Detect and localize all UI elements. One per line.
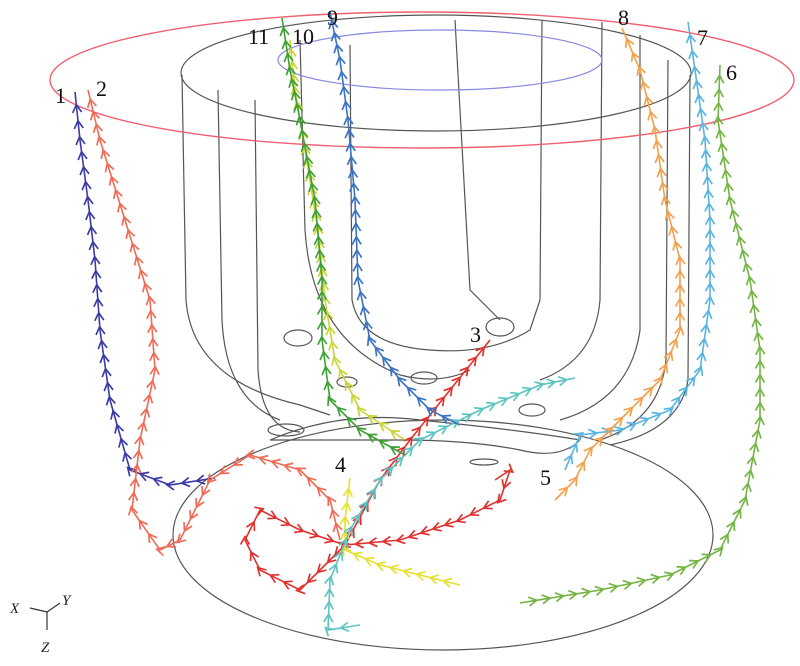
streamline-label-3: 3 [470, 322, 481, 347]
streamline-label-5: 5 [540, 465, 551, 490]
vessel-wall [454, 19, 501, 321]
streamline-9 [328, 11, 461, 426]
streamline-11 [279, 17, 406, 456]
vessel-outline [172, 14, 714, 651]
streamline-label-6: 6 [726, 60, 737, 85]
vessel-hole [469, 458, 499, 466]
streamline-5 [323, 376, 576, 637]
vessel-wall [349, 19, 543, 352]
streamline-10 [286, 39, 406, 441]
vessel-hole [518, 403, 546, 417]
streamline-6 [519, 64, 766, 607]
streamline-8 [554, 27, 686, 501]
axis-z-label: Z [41, 640, 50, 656]
streamline-2 [86, 89, 343, 557]
axis-x-label: X [9, 601, 20, 617]
vessel-wall [217, 89, 281, 421]
axis-triad [29, 602, 61, 630]
vessel-wall [254, 99, 301, 433]
vessel-wall [299, 39, 471, 380]
inner-ring [277, 29, 603, 91]
vessel-wall [269, 416, 582, 454]
streamline-label-10: 10 [292, 24, 314, 49]
vessel-hole [485, 317, 515, 337]
streamline-1 [71, 91, 216, 491]
streamline-label-9: 9 [327, 5, 338, 30]
streamline-label-1: 1 [55, 83, 66, 108]
streamline-label-11: 11 [248, 24, 269, 49]
streamline-label-7: 7 [697, 25, 708, 50]
streamline-label-8: 8 [618, 5, 629, 30]
vessel-wall [539, 21, 603, 381]
vessel-wall [181, 74, 331, 416]
outer-ring [49, 11, 795, 149]
axis-y-label: Y [62, 593, 72, 609]
streamline-label-2: 2 [96, 76, 107, 101]
vessel-bottom-ellipse [172, 419, 714, 651]
vessel-hole [283, 329, 313, 347]
streamline-4 [339, 477, 461, 588]
streamline-label-4: 4 [335, 452, 346, 477]
